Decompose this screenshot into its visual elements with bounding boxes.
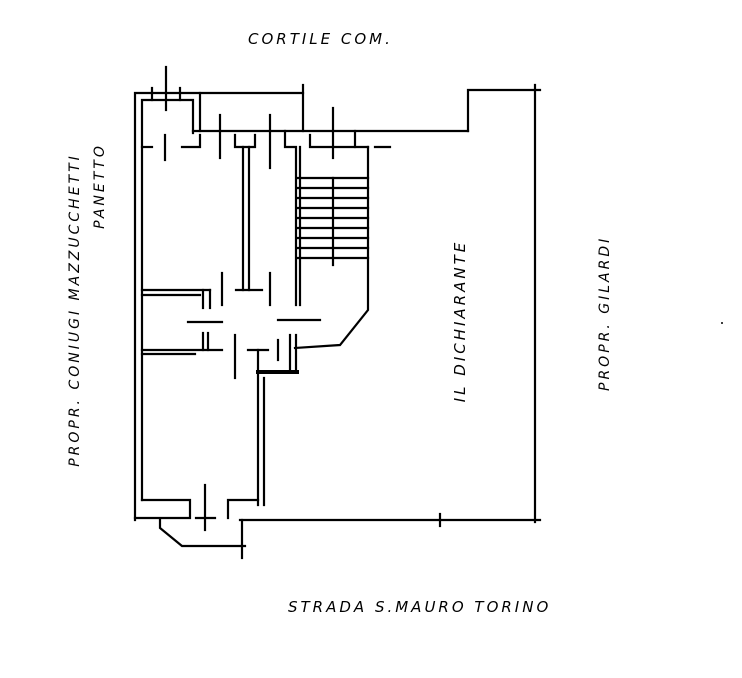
label-strada: STRADA S.MAURO TORINO [288, 598, 552, 616]
stray-dot [721, 322, 723, 324]
label-propr-gilardi: PROPR. GILARDI [597, 235, 613, 391]
wall [226, 498, 260, 520]
label-panetto: PANETTO [92, 143, 108, 229]
wall [466, 88, 542, 133]
wall [180, 133, 202, 149]
wall [308, 133, 370, 149]
staircase [296, 176, 370, 267]
label-propr-mazzucchetti: PROPR. CONIUGI MAZZUCCHETTI [67, 153, 83, 467]
wall [133, 91, 305, 522]
wall [233, 133, 257, 149]
wall [283, 129, 298, 307]
outer-walls [133, 65, 542, 528]
wall [133, 498, 192, 520]
entrance-steps [158, 483, 247, 560]
label-dichiarante: IL DICHIARANTE [451, 239, 469, 403]
step-line [158, 518, 247, 548]
wall [140, 98, 195, 502]
interior-walls [140, 106, 392, 507]
label-cortile: CORTILE COM. [248, 30, 393, 48]
